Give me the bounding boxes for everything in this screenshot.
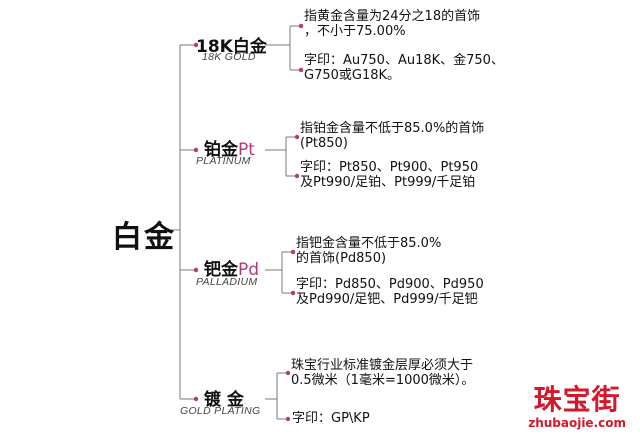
branch-title-18k: 18K白金 <box>196 32 267 57</box>
note-dot <box>298 67 304 73</box>
branch-subtitle-palladium: PALLADIUM <box>196 276 258 288</box>
branch-subtitle-platinum: PLATINUM <box>196 155 251 167</box>
note-line: ，不小于75.00% <box>304 24 406 39</box>
note-line: 字印：Pd850、Pd900、Pd950 <box>296 277 484 292</box>
note-line: 字印：Au750、Au18K、金750、 <box>304 53 504 68</box>
branch-node-dot <box>193 42 199 48</box>
note-line: 指钯金含量不低于85.0% <box>296 236 442 251</box>
watermark-en: zhubaojie.com <box>528 416 626 430</box>
branch-note-platinum-1: 指铂金含量不低于85.0%的首饰(Pt850) <box>300 121 484 151</box>
branch-title-accent: Pt <box>238 140 255 160</box>
watermark-cn: 珠宝街 <box>533 383 621 416</box>
branch-node-dot <box>193 267 199 273</box>
branch-note-plating-2: 字印：GP\KP <box>292 411 370 426</box>
branch-node-dot <box>193 396 199 402</box>
branch-title-accent: Pd <box>238 260 260 280</box>
note-dot <box>285 370 291 376</box>
branch-title-main: 铂金 <box>204 140 238 160</box>
root-title: 白金 <box>112 220 176 255</box>
branch-title-plating: 镀 金 <box>204 385 244 410</box>
note-line: 的首饰(Pd850) <box>296 251 387 266</box>
note-line: G750或G18K。 <box>304 68 401 83</box>
note-line: 0.5微米（1毫米=1000微米）。 <box>291 373 475 388</box>
note-line: 及Pt990/足铂、Pt999/千足铂 <box>300 175 476 190</box>
note-line: 字印：GP\KP <box>292 411 370 426</box>
note-line: (Pt850) <box>300 136 348 151</box>
note-line: 指铂金含量不低于85.0%的首饰 <box>300 121 485 136</box>
branch-title-main: 钯金 <box>204 260 238 280</box>
branch-node-dot <box>193 147 199 153</box>
watermark-logo: 珠宝街 zhubaojie.com <box>528 383 626 431</box>
branch-note-18k-2: 字印：Au750、Au18K、金750、G750或G18K。 <box>304 53 504 83</box>
branch-title-palladium: 钯金Pd <box>204 255 259 280</box>
branch-subtitle-plating: GOLD PLATING <box>180 405 261 417</box>
branch-note-palladium-1: 指钯金含量不低于85.0%的首饰(Pd850) <box>296 236 441 266</box>
branch-title-main: 镀 金 <box>204 390 244 410</box>
branch-note-18k-1: 指黄金含量为24分之18的首饰，不小于75.00% <box>304 9 480 39</box>
note-line: 字印：Pt850、Pt900、Pt950 <box>300 160 479 175</box>
note-dot <box>298 23 304 29</box>
note-line: 珠宝行业标准镀金层厚必须大于 <box>291 358 474 373</box>
branch-title-main: 18K白金 <box>196 37 267 57</box>
note-dot <box>294 173 300 179</box>
branch-title-platinum: 铂金Pt <box>204 135 255 160</box>
note-line: 指黄金含量为24分之18的首饰 <box>304 9 481 24</box>
note-dot <box>285 416 291 422</box>
note-line: 及Pd990/足钯、Pd999/千足钯 <box>296 292 478 307</box>
note-dot <box>290 249 296 255</box>
branch-subtitle-18k: 18K GOLD <box>202 51 256 63</box>
note-dot <box>290 290 296 296</box>
note-dot <box>294 134 300 140</box>
